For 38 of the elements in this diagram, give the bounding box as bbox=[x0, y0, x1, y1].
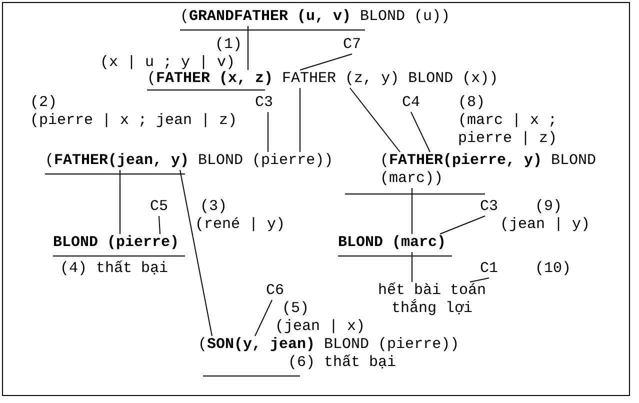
substitution-label: (x | u ; y | v) bbox=[100, 54, 236, 71]
clause-name: C3 bbox=[480, 198, 498, 216]
clause-name: C1 bbox=[480, 260, 498, 278]
clause-text: hết bài toán thắng lợi bbox=[362, 282, 502, 318]
resolution-line bbox=[470, 278, 490, 282]
resolution-line bbox=[410, 112, 430, 152]
clause-name: C4 bbox=[402, 94, 420, 112]
substitution-label: (marc | x ; pierre | z) bbox=[458, 112, 558, 148]
clause-name: C6 bbox=[266, 282, 284, 300]
substitution-label: (jean | x) bbox=[275, 318, 366, 336]
clause-text: BLOND (pierre) bbox=[53, 234, 180, 252]
clause-name: C5 bbox=[150, 198, 168, 216]
clause-name: C7 bbox=[343, 36, 362, 54]
resolution-line bbox=[440, 216, 486, 234]
clause-text: (FATHER(jean, y) BLOND (pierre)) bbox=[45, 152, 334, 170]
clause-text: BLOND (marc) bbox=[338, 234, 446, 252]
substitution-label: (jean | y) bbox=[500, 216, 590, 234]
clause-name: C3 bbox=[255, 94, 274, 112]
substitution-label: (2) bbox=[30, 94, 58, 112]
resolution-line bbox=[254, 300, 272, 336]
substitution-label: (10) bbox=[535, 260, 572, 278]
substitution-label: (4) thất bại bbox=[60, 260, 168, 278]
substitution-label: (rené | y) bbox=[195, 216, 286, 234]
clause-text: (SON(y, jean) BLOND (pierre)) bbox=[198, 336, 460, 354]
resolution-line bbox=[300, 54, 352, 70]
clause-text: (FATHER (x, z) FATHER (z, y) BLOND (x)) bbox=[147, 70, 498, 88]
substitution-label: (8) bbox=[458, 94, 486, 112]
resolution-line bbox=[158, 216, 160, 234]
substitution-label: (5) bbox=[282, 300, 310, 318]
substitution-label: (3) bbox=[200, 198, 228, 216]
substitution-label: (pierre | x ; jean | z) bbox=[30, 112, 238, 130]
resolution-line bbox=[350, 88, 400, 152]
clause-text: (FATHER(pierre, y) BLOND (marc)) bbox=[380, 152, 610, 188]
substitution-label: (9) bbox=[535, 198, 562, 216]
substitution-label: (1) bbox=[215, 36, 242, 54]
resolution-line bbox=[180, 170, 212, 336]
clause-text: (GRANDFATHER (u, v) BLOND (u)) bbox=[180, 8, 450, 26]
substitution-label: (6) thất bại bbox=[288, 354, 396, 372]
